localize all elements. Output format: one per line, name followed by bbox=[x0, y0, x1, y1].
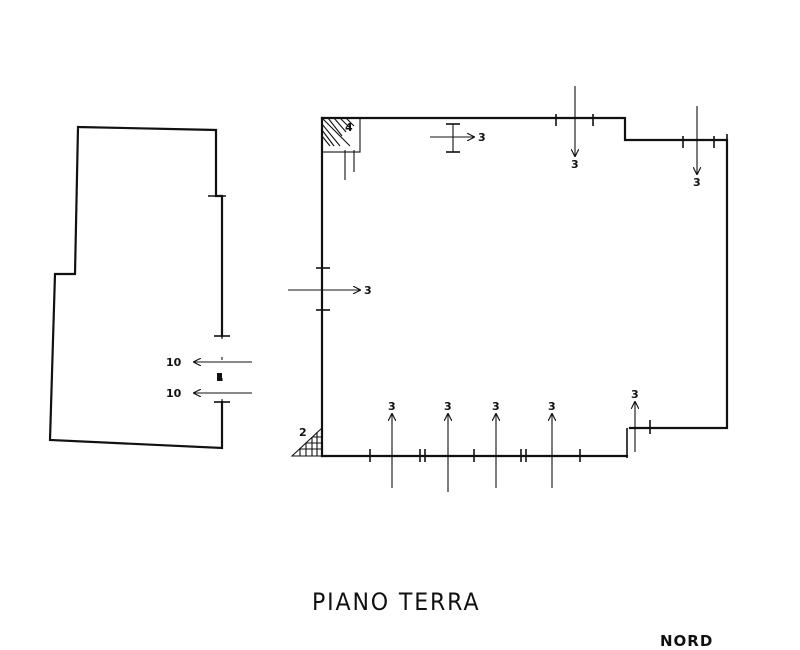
marker-top-right: 3 bbox=[693, 176, 701, 189]
marker-stair-top: 4 bbox=[345, 121, 353, 134]
north-label: NORD bbox=[660, 632, 714, 650]
arrow-left-wall-group: 3 bbox=[288, 284, 372, 297]
main-building-top-wall bbox=[320, 116, 729, 430]
left-arrows: 10 10 bbox=[166, 356, 252, 400]
left-building-outline bbox=[48, 125, 224, 450]
arrows-bottom: 3 3 3 3 3 bbox=[388, 388, 639, 492]
stair-bottom-left: 2 bbox=[290, 426, 323, 457]
arrows-top: 3 3 3 bbox=[430, 86, 701, 189]
marker-bottom-3: 3 bbox=[492, 400, 500, 413]
marker-left-lower: 10 bbox=[166, 387, 182, 400]
marker-stair-left: 2 bbox=[299, 426, 307, 439]
marker-left-wall: 3 bbox=[364, 284, 372, 297]
plan-title: PIANO TERRA bbox=[312, 588, 481, 616]
marker-bottom-2: 3 bbox=[444, 400, 452, 413]
stair-top-left: 4 bbox=[321, 117, 361, 180]
left-building bbox=[48, 125, 230, 450]
marker-top-mid: 3 bbox=[571, 158, 579, 171]
main-building bbox=[316, 114, 729, 462]
marker-left-upper: 10 bbox=[166, 356, 182, 369]
marker-bottom-4: 3 bbox=[548, 400, 556, 413]
marker-bottom-1: 3 bbox=[388, 400, 396, 413]
marker-bottom-right: 3 bbox=[631, 388, 639, 401]
marker-top-inner: 3 bbox=[478, 131, 486, 144]
